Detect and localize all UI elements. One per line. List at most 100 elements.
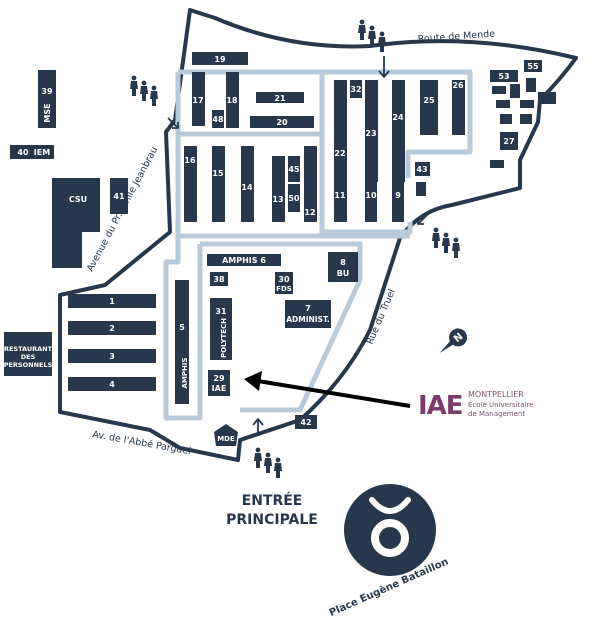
label-restaurant-1: RESTAURANT [4,345,53,353]
label-building-11: 11 [334,191,346,200]
label-restaurant-3: PERSONNELS [4,361,53,369]
building-42 [295,415,317,429]
label-building-20: 20 [276,118,288,127]
building-18 [226,72,239,128]
building-8 [328,252,358,282]
label-building-3: 3 [109,352,115,361]
label-building-15: 15 [212,169,224,178]
label-building-5: 5 [179,323,185,332]
building-mde [214,424,238,446]
building-small-2 [510,84,520,98]
iae-logo: IAE MONTPELLIER École Universitaire de M… [418,390,533,421]
label-building-40: 40 [17,148,29,157]
building-7 [285,300,331,328]
label-building-25: 25 [423,96,435,105]
pedestrian-icon [130,75,158,106]
building-14 [241,146,254,222]
building-3 [68,349,156,363]
label-building-21: 21 [274,94,286,103]
label-building-31: 31 [215,307,227,316]
building-38 [210,272,228,286]
iae-line-2: École Universitaire [468,400,533,409]
building-19 [192,52,248,65]
building-30 [275,272,293,294]
iae-line-3: de Management [468,410,525,418]
building-41 [110,178,128,214]
label-building-30a: 30 [278,275,290,284]
label-building-8b: BU [337,269,350,278]
label-building-27: 27 [503,137,514,146]
building-32 [350,80,362,98]
building-23 [365,80,378,182]
building-restaurant [4,332,52,376]
label-building-8a: 8 [340,258,346,267]
label-building-26: 26 [452,81,464,90]
road-route-de-mende: Route de Mende [417,29,495,45]
building-39 [38,70,56,128]
label-building-2: 2 [109,324,115,333]
label-building-9: 9 [395,191,401,200]
campus-paths [163,69,473,421]
building-labels: 1 2 3 4 RESTAURANT DES PERSONNELS CSU 41… [4,55,539,443]
building-53 [490,70,518,82]
label-mde: MDE [217,435,235,443]
label-building-29a: 29 [213,374,225,383]
arrow-icon [167,56,429,436]
compass-icon: N [439,328,468,353]
label-restaurant-2: DES [21,353,36,361]
label-csu: CSU [69,195,87,204]
entrance-line-2: PRINCIPALE [226,512,318,528]
label-building-4: 4 [109,380,115,389]
building-24 [392,80,405,182]
building-50 [288,184,300,212]
label-building-39: 39 [41,87,53,96]
label-building-42: 42 [300,418,311,427]
label-building-17: 17 [192,96,203,105]
arrow-icon [244,371,411,408]
label-iem: IEM [34,148,50,157]
label-building-29b: IAE [212,384,227,393]
building-12 [304,146,317,222]
iae-logo-mark: IAE [418,391,463,421]
label-building-43: 43 [416,165,427,174]
building-43b [416,182,426,196]
label-building-55: 55 [527,62,539,71]
label-building-50: 50 [288,194,300,203]
label-building-14: 14 [241,183,253,192]
entrance-line-1: ENTRÉE [242,492,303,509]
tram-icon [344,484,436,576]
building-small-4 [538,92,556,104]
label-building-7a: 7 [305,304,311,313]
building-small-3 [526,78,536,92]
building-29 [208,370,230,396]
building-27 [500,132,518,150]
pedestrian-icon [254,447,282,478]
label-building-1: 1 [109,297,115,306]
pedestrian-icon [358,19,386,52]
label-mse: MSE [43,103,52,122]
label-polytech: POLYTECH [220,318,228,358]
label-building-16: 16 [184,156,196,165]
building-csu [52,178,100,268]
building-small-9 [490,160,504,168]
building-1 [68,294,156,308]
label-building-18: 18 [226,96,238,105]
label-building-22: 22 [334,149,345,158]
label-building-53: 53 [498,72,509,81]
road-av-abbe-parguel: Av. de l'Abbé Parguel [91,429,191,457]
building-11 [334,182,346,222]
building-6 [207,254,281,266]
building-2 [68,321,156,335]
building-15 [212,146,225,222]
label-building-10: 10 [365,191,377,200]
label-building-12: 12 [304,208,315,217]
building-17 [192,72,205,126]
building-21 [256,92,304,103]
label-building-32: 32 [350,85,361,94]
building-48 [212,110,224,128]
building-55 [524,60,542,72]
building-16 [184,146,197,222]
building-26 [452,80,465,135]
building-small-1 [492,86,506,94]
